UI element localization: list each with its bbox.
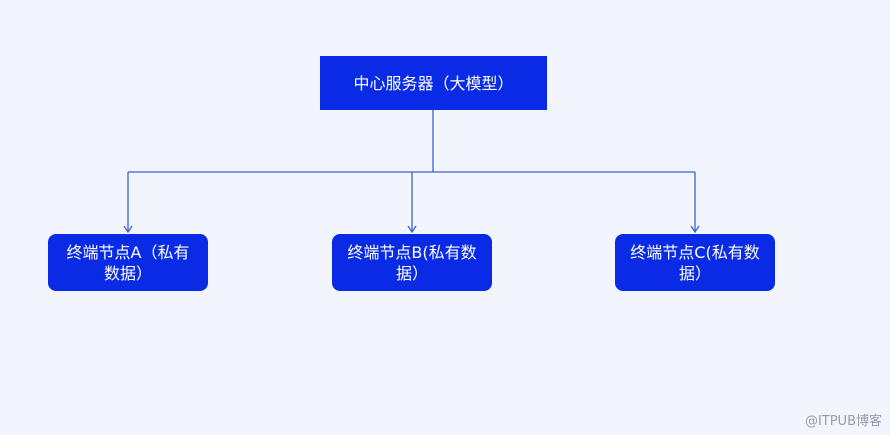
terminal-node-b-label: 终端节点B(私有数据） — [347, 242, 477, 283]
terminal-node-c: 终端节点C(私有数据） — [615, 234, 775, 291]
arrowhead-b — [407, 225, 417, 234]
arrowhead-a — [123, 225, 133, 234]
watermark: @ITPUB博客 — [804, 414, 882, 429]
terminal-node-c-label: 终端节点C(私有数据） — [630, 242, 760, 283]
terminal-node-b: 终端节点B(私有数据） — [332, 234, 492, 291]
arrowhead-c — [690, 225, 700, 234]
central-server-label: 中心服务器（大模型） — [353, 73, 514, 93]
terminal-node-a: 终端节点A（私有数据） — [48, 234, 208, 291]
central-server-node: 中心服务器（大模型） — [320, 56, 547, 110]
terminal-node-a-label: 终端节点A（私有数据） — [66, 242, 190, 283]
